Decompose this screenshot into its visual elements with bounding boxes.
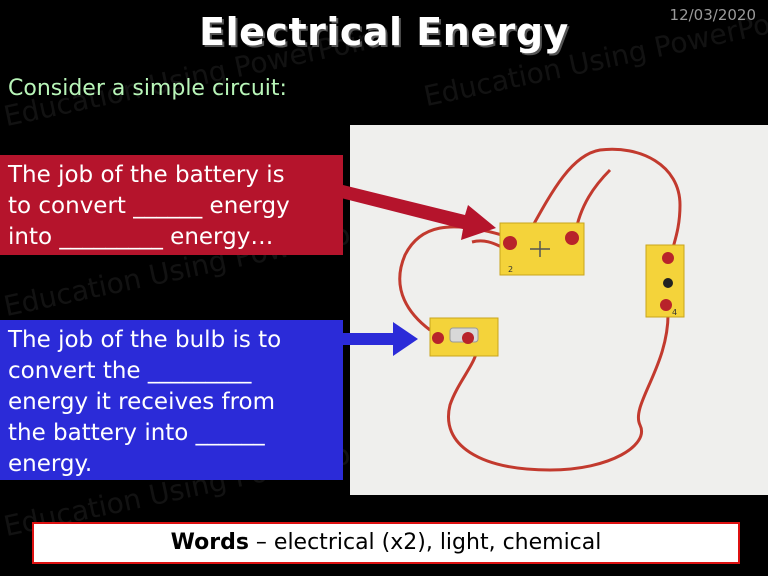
battery-line: The job of the battery is <box>8 162 285 188</box>
battery-line: into _________ energy… <box>8 224 274 250</box>
slide-date: 12/03/2020 <box>669 6 756 24</box>
battery-component: 2 <box>499 222 585 276</box>
word-bank-text: – electrical (x2), light, chemical <box>248 530 602 555</box>
bulb-line: convert the _________ <box>8 358 252 384</box>
word-bank: Words – electrical (x2), light, chemical <box>32 522 740 564</box>
bulb-component <box>429 317 499 357</box>
word-bank-label: Words <box>170 530 249 555</box>
bulb-line: energy it receives from <box>8 389 276 415</box>
switch-label: 4 <box>672 308 677 317</box>
wire <box>447 309 670 472</box>
bulb-line: energy. <box>8 451 93 477</box>
battery-question-box: The job of the battery is to convert ___… <box>0 155 343 255</box>
bulb-line: The job of the bulb is to <box>8 327 282 353</box>
slide-subtitle: Consider a simple circuit: <box>8 76 287 101</box>
circuit-photo: 2 4 <box>350 125 768 495</box>
switch-component: 4 <box>645 244 685 318</box>
battery-line: to convert ______ energy <box>8 193 290 219</box>
slide-title: Electrical Energy <box>199 10 569 54</box>
bulb-line: the battery into ______ <box>8 420 265 446</box>
bulb-question-box: The job of the bulb is to convert the __… <box>0 320 343 480</box>
battery-label: 2 <box>508 265 513 274</box>
